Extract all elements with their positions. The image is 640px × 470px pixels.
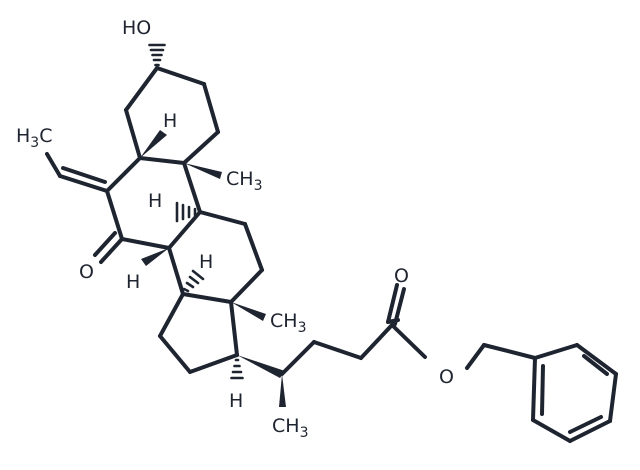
hydroxyl-label: HO [122, 17, 151, 39]
h-c9-hash-bond [175, 201, 197, 223]
h-c8-wedge [141, 248, 169, 266]
h-c9-label: H [148, 190, 162, 212]
ester-carbonyl [386, 283, 406, 326]
ring-c [167, 210, 264, 304]
ring-a [124, 66, 220, 165]
ring-b [105, 156, 202, 250]
methyl-c19-label: CH3 [226, 168, 262, 194]
side-chain [237, 323, 427, 378]
methyl-c21-wedge [279, 374, 286, 407]
h-c5-label: H [163, 110, 177, 132]
ester-carbonyl-oxygen-label: O [394, 265, 409, 287]
ethylidene-group [45, 152, 109, 193]
h-c14-label: H [199, 251, 213, 273]
ketone-double-bond [93, 231, 124, 264]
h-c5-wedge [140, 130, 167, 158]
methyl-c19-wedge [184, 163, 222, 179]
methyl-c18-wedge [231, 302, 266, 321]
h-c14-hash-bond [182, 269, 205, 293]
methyl-c18-label: CH3 [270, 310, 306, 336]
h-c17-label: H [229, 390, 243, 412]
h-c17-hash-bond [230, 358, 244, 380]
c20-wedge [237, 355, 285, 378]
ester-oxygen-label: O [439, 366, 454, 388]
ethylidene-methyl-label: H3C [16, 125, 53, 151]
benzyl-linker [465, 343, 537, 370]
hydroxyl-hash-bond [148, 43, 166, 67]
benzene-ring [531, 343, 618, 443]
methyl-c21-label: CH3 [272, 415, 308, 441]
h-c8-label: H [126, 271, 140, 293]
ketone-oxygen-label: O [79, 261, 94, 283]
ring-d [158, 292, 239, 374]
